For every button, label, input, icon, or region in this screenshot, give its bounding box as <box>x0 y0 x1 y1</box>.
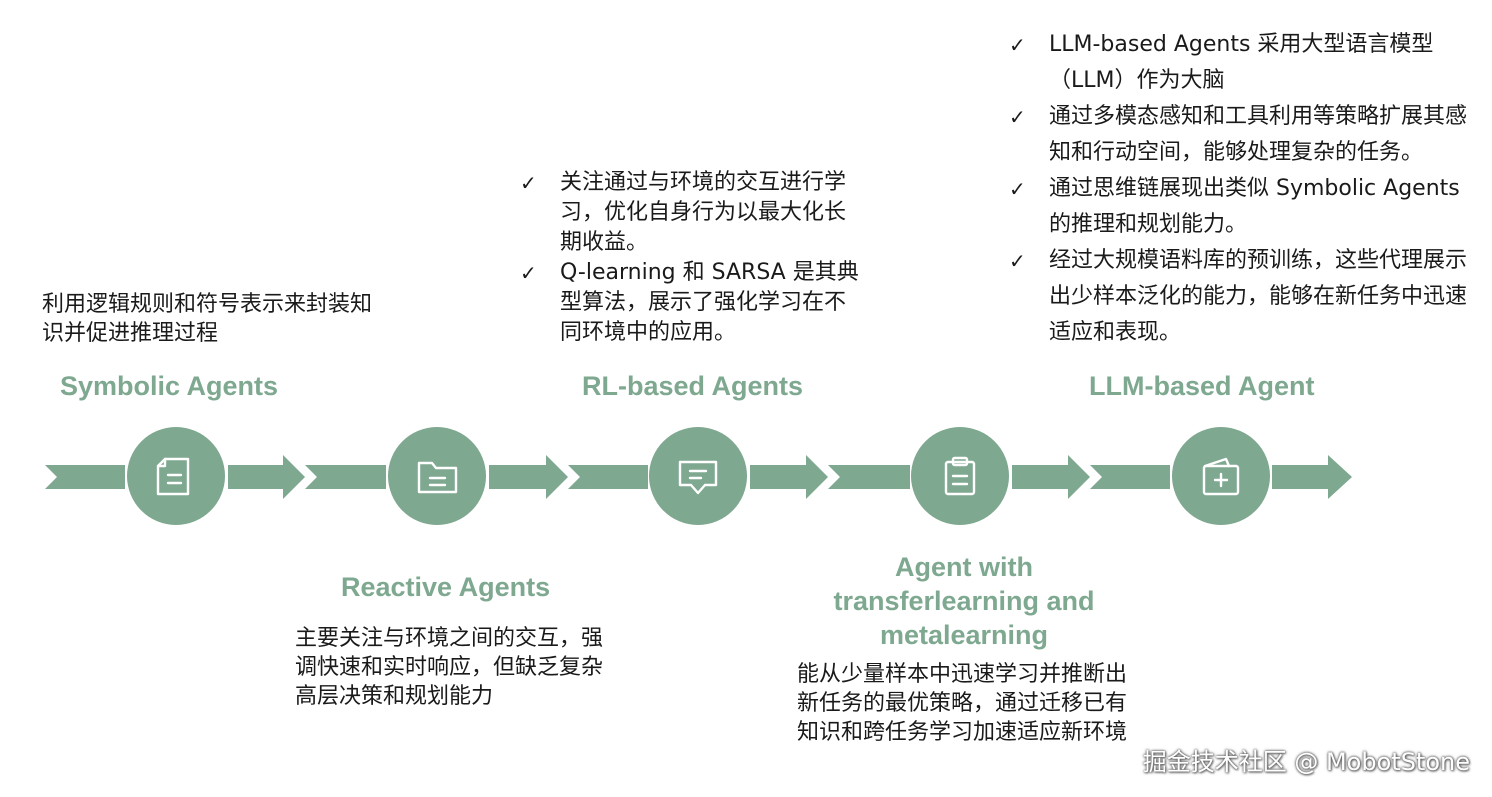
stage-node-reactive <box>388 427 486 525</box>
check-mark-icon: ✓ <box>520 261 537 285</box>
llm-agent-bullet-text: 经过大规模语料库的预训练，这些代理展示出少样本泛化的能力，能够在新任务中迅速适应… <box>1049 248 1468 345</box>
chat-icon <box>678 460 718 495</box>
check-mark-icon: ✓ <box>1009 177 1026 201</box>
arrow-segment-5 <box>568 465 648 489</box>
transfer-meta-agent-title-line: Agent with <box>895 552 1033 582</box>
arrow-segment-10 <box>1272 455 1352 499</box>
llm-agent-bullet: ✓ LLM-based Agents 采用大型语言模型（LLM）作为大脑 <box>1009 27 1479 99</box>
rl-agents-bullet: ✓ Q-learning 和 SARSA 是其典型算法，展示了强化学习在不同环境… <box>520 258 860 348</box>
folder-icon <box>417 461 458 494</box>
rl-agents-bullet-text: Q-learning 和 SARSA 是其典型算法，展示了强化学习在不同环境中的… <box>560 260 859 345</box>
watermark: 掘金技术社区 @ MobotStone <box>1142 748 1470 776</box>
arrow-segment-6 <box>750 455 828 499</box>
symbolic-agents-description: 利用逻辑规则和符号表示来封装知识并促进推理过程 <box>42 292 373 346</box>
llm-agent-bullets: ✓ LLM-based Agents 采用大型语言模型（LLM）作为大脑 ✓ 通… <box>1009 27 1479 351</box>
arrow-segment-7 <box>828 465 910 489</box>
stage-node-transfer <box>911 427 1009 525</box>
stage-node-symbolic <box>127 427 225 525</box>
check-mark-icon: ✓ <box>520 171 537 195</box>
llm-agent-title: LLM-based Agent <box>1089 371 1315 401</box>
timeline-nodes <box>127 427 1270 525</box>
timeline-arrows <box>45 455 1352 499</box>
llm-agent-bullet: ✓ 经过大规模语料库的预训练，这些代理展示出少样本泛化的能力，能够在新任务中迅速… <box>1009 243 1479 351</box>
stage-node-rl <box>649 427 747 525</box>
arrow-segment-9 <box>1090 465 1170 489</box>
document-icon <box>156 457 190 496</box>
llm-agent-bullet: ✓ 通过思维链展现出类似 Symbolic Agents 的推理和规划能力。 <box>1009 171 1479 243</box>
transfer-meta-agent-title: Agent with transferlearning and metalear… <box>814 551 1114 652</box>
arrow-segment-2 <box>228 455 305 499</box>
arrow-segment-8 <box>1012 455 1090 499</box>
llm-agent-bullet: ✓ 通过多模态感知和工具利用等策略扩展其感知和行动空间，能够处理复杂的任务。 <box>1009 99 1479 171</box>
check-mark-icon: ✓ <box>1009 249 1026 273</box>
arrow-segment-1 <box>45 465 125 489</box>
medical-kit-icon <box>1202 457 1240 496</box>
check-mark-icon: ✓ <box>1009 105 1026 129</box>
arrow-segment-4 <box>489 455 568 499</box>
llm-agent-bullet-text: 通过多模态感知和工具利用等策略扩展其感知和行动空间，能够处理复杂的任务。 <box>1049 104 1468 165</box>
llm-agent-bullet-text: LLM-based Agents 采用大型语言模型（LLM）作为大脑 <box>1049 32 1434 93</box>
reactive-agents-description: 主要关注与环境之间的交互，强调快速和实时响应，但缺乏复杂高层决策和规划能力 <box>295 626 604 709</box>
arrow-segment-3 <box>305 465 386 489</box>
reactive-agents-title: Reactive Agents <box>341 572 551 602</box>
transfer-meta-agent-description: 能从少量样本中迅速学习并推断出新任务的最优策略，通过迁移已有知识和跨任务学习加速… <box>797 662 1128 745</box>
transfer-meta-agent-title-line: transferlearning and <box>833 585 1095 616</box>
rl-agents-bullet: ✓ 关注通过与环境的交互进行学习，优化自身行为以最大化长期收益。 <box>520 168 860 258</box>
rl-agents-title: RL-based Agents <box>582 371 804 401</box>
stage-node-llm <box>1172 427 1270 525</box>
clipboard-icon <box>944 456 976 496</box>
symbolic-agents-title: Symbolic Agents <box>60 371 279 401</box>
llm-agent-bullet-text: 通过思维链展现出类似 Symbolic Agents 的推理和规划能力。 <box>1049 176 1460 237</box>
check-mark-icon: ✓ <box>1009 33 1026 57</box>
rl-agents-bullet-text: 关注通过与环境的交互进行学习，优化自身行为以最大化长期收益。 <box>560 170 847 255</box>
transfer-meta-agent-title-line: metalearning <box>879 619 1049 650</box>
rl-agents-bullets: ✓ 关注通过与环境的交互进行学习，优化自身行为以最大化长期收益。 ✓ Q-lea… <box>520 168 860 348</box>
